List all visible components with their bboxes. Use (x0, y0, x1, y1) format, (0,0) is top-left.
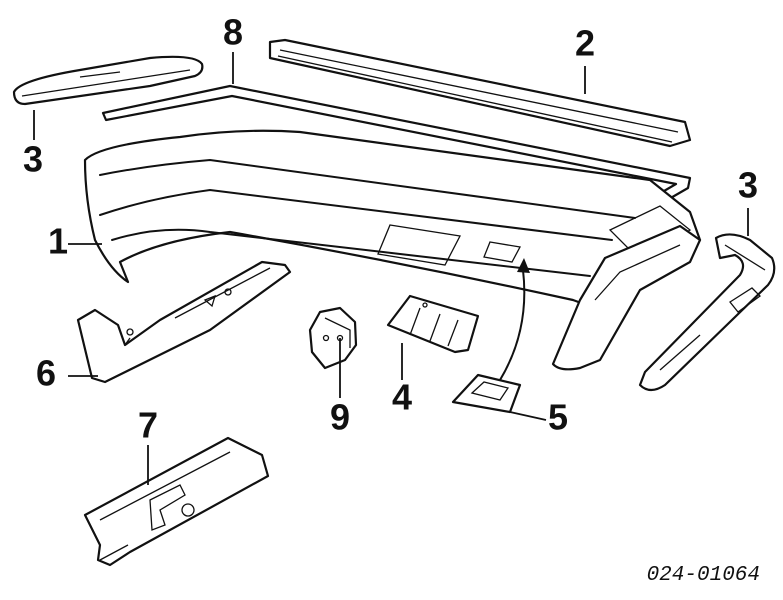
part-3-right-end-cap (638, 233, 776, 392)
part-6-bracket (76, 260, 292, 384)
callout-6: 6 (36, 353, 56, 394)
callout-4: 4 (392, 377, 412, 418)
part-9-clip (308, 306, 358, 370)
callout-3-left: 3 (23, 139, 43, 180)
callout-9: 9 (330, 397, 350, 438)
callout-7: 7 (138, 405, 158, 446)
leader-lines (33, 52, 749, 485)
part-3-left-end-cap (12, 55, 204, 106)
part-2-reinforcement-strip (268, 38, 692, 148)
callout-3-right: 3 (738, 165, 758, 206)
part-1-bumper-cover (83, 129, 702, 312)
bumper-lower-corner (551, 224, 702, 371)
part-4-vent-grille (386, 294, 480, 354)
callout-1: 1 (48, 221, 68, 262)
callout-8: 8 (223, 12, 243, 53)
callout-5: 5 (548, 397, 568, 438)
part-5-cover-plate (451, 373, 522, 414)
part-7-mounting-bracket (83, 436, 270, 567)
callout-2: 2 (575, 23, 595, 64)
install-arrow (499, 258, 530, 381)
diagram-code: 024-01064 (647, 564, 760, 587)
